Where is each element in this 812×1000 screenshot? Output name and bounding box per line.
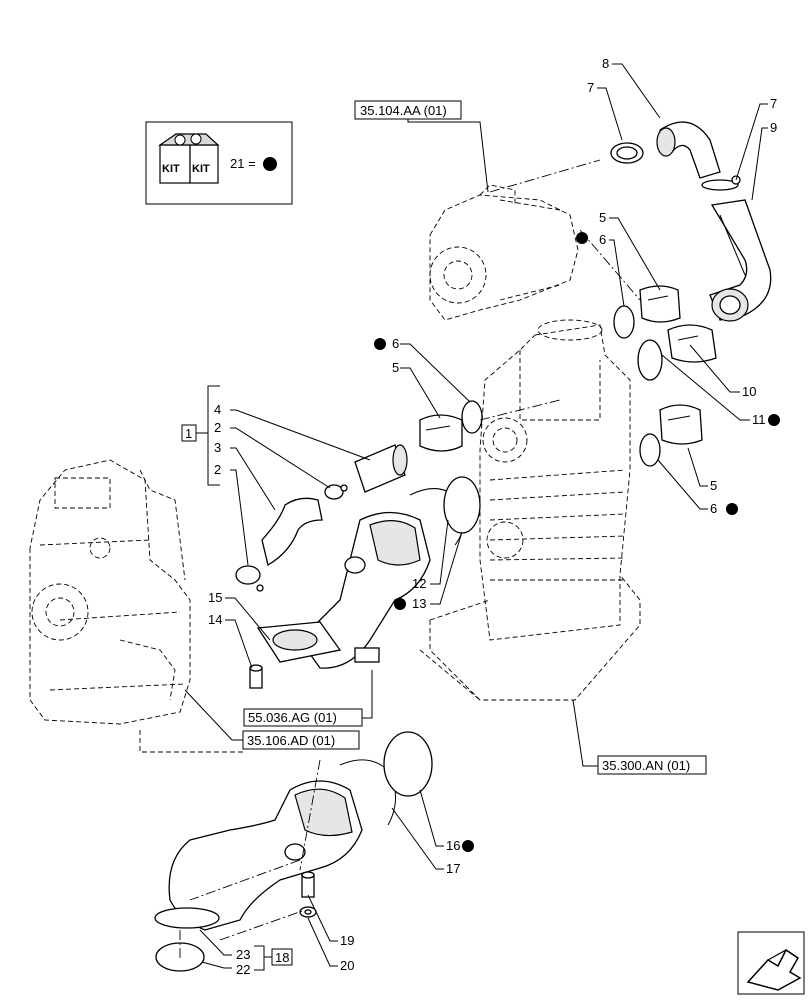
- label-2a: 2: [214, 420, 221, 435]
- label-23: 23: [236, 947, 250, 962]
- kit-legend-text: 21 =: [230, 156, 256, 171]
- label-20: 20: [340, 958, 354, 973]
- kit-dot-6c: [726, 503, 738, 515]
- label-4: 4: [214, 402, 221, 417]
- label-6b: 6: [392, 336, 399, 351]
- group-bracket-1: 1: [181, 385, 220, 486]
- ref-35104[interactable]: 35.104.AA (01): [354, 100, 462, 120]
- label-15: 15: [208, 590, 222, 605]
- kit-legend: KIT KIT 21 =: [145, 121, 293, 205]
- part-labels: 8 7 7 9 5 6 6 5 4 2 3 2 10 11 5 6 12 13 …: [208, 56, 777, 977]
- suction-pipe-upper[interactable]: [299, 511, 431, 669]
- label-7b: 7: [770, 96, 777, 111]
- electric-motor-outline: [429, 184, 579, 321]
- label-5b: 5: [392, 360, 399, 375]
- label-2b: 2: [214, 462, 221, 477]
- leader-lines: [199, 63, 768, 969]
- label-5a: 5: [599, 210, 606, 225]
- pipe-8[interactable]: [656, 121, 721, 179]
- collar-5a[interactable]: [639, 285, 681, 323]
- kit-dot-icon: [263, 157, 277, 171]
- ref-35300[interactable]: 35.300.AN (01): [597, 755, 707, 775]
- ref-55036[interactable]: 55.036.AG (01): [243, 708, 363, 727]
- next-page-button[interactable]: [737, 931, 805, 995]
- ref-35104-text: 35.104.AA (01): [360, 103, 447, 118]
- label-1: 1: [185, 426, 192, 441]
- ref-35106-text: 35.106.AD (01): [247, 733, 335, 748]
- label-17: 17: [446, 861, 460, 876]
- label-6c: 6: [710, 501, 717, 516]
- label-11: 11: [752, 412, 766, 427]
- kit-dot-16: [462, 840, 474, 852]
- label-10: 10: [742, 384, 756, 399]
- label-3: 3: [214, 440, 221, 455]
- kit-dot-6b: [374, 338, 386, 350]
- pipe-9[interactable]: [709, 199, 772, 322]
- suction-pipe-lower[interactable]: [154, 780, 363, 931]
- fitting-near-55036[interactable]: [354, 647, 380, 663]
- kit-icon: KIT KIT: [158, 133, 220, 184]
- ref-55036-text: 55.036.AG (01): [248, 710, 337, 725]
- kit-dot-13: [394, 598, 406, 610]
- label-8: 8: [602, 56, 609, 71]
- group-bracket-18: 18: [254, 945, 293, 971]
- kit-marker-dots: [374, 232, 780, 852]
- label-18: 18: [275, 950, 289, 965]
- o-ring-16[interactable]: [383, 731, 433, 797]
- kit-text-right: KIT: [192, 163, 210, 175]
- kit-dot-motor: [576, 232, 588, 244]
- collar-5c[interactable]: [659, 404, 703, 445]
- flange-15[interactable]: [256, 621, 342, 663]
- hose-clamp-7a[interactable]: [610, 142, 644, 164]
- label-16: 16: [446, 838, 460, 853]
- o-ring-6a[interactable]: [613, 305, 635, 339]
- washer-20[interactable]: [299, 906, 317, 918]
- o-ring-13[interactable]: [443, 476, 481, 534]
- o-ring-11[interactable]: [637, 339, 663, 381]
- ref-35300-text: 35.300.AN (01): [602, 758, 690, 773]
- label-22: 22: [236, 962, 250, 977]
- kit-dot-11: [768, 414, 780, 426]
- label-6a: 6: [599, 232, 606, 247]
- label-19: 19: [340, 933, 354, 948]
- collar-10[interactable]: [667, 324, 717, 363]
- hydraulic-pump-outline: [29, 459, 243, 753]
- label-13: 13: [412, 596, 426, 611]
- ref-35106[interactable]: 35.106.AD (01): [242, 730, 360, 750]
- label-5c: 5: [710, 478, 717, 493]
- label-12: 12: [412, 576, 426, 591]
- clamp-7b[interactable]: [701, 175, 741, 191]
- label-7a: 7: [587, 80, 594, 95]
- fitting-4[interactable]: [354, 444, 408, 493]
- bolt-14[interactable]: [249, 664, 263, 689]
- hose-3[interactable]: [261, 497, 323, 567]
- label-14: 14: [208, 612, 222, 627]
- bolt-19[interactable]: [301, 871, 315, 898]
- alignment-lines: [179, 159, 641, 960]
- clamp-2a[interactable]: [324, 484, 348, 500]
- kit-text-left: KIT: [162, 163, 180, 175]
- o-ring-6b[interactable]: [461, 400, 483, 434]
- collar-5b[interactable]: [419, 414, 463, 452]
- clamp-2b[interactable]: [235, 565, 264, 592]
- label-9: 9: [770, 120, 777, 135]
- filter-housing-outline: [419, 319, 641, 701]
- o-ring-6c[interactable]: [639, 433, 661, 467]
